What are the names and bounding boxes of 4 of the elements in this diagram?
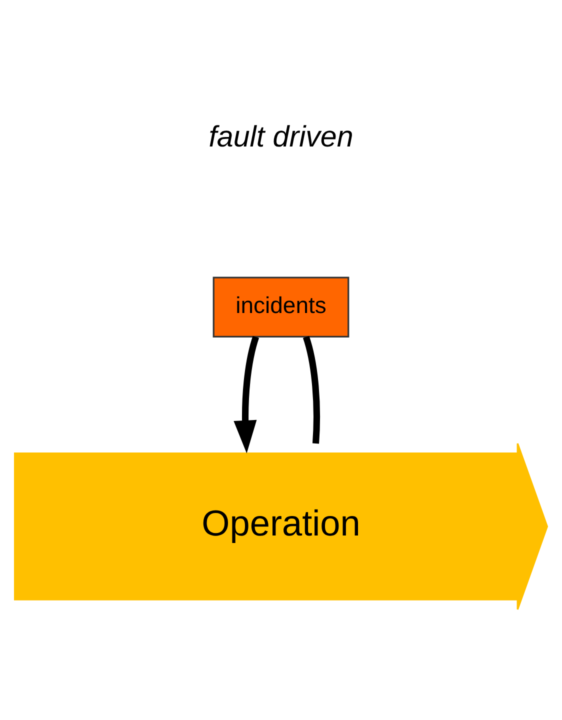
label: fault driven xyxy=(208,120,354,154)
arrow xyxy=(234,335,260,453)
connector xyxy=(302,336,320,444)
node-box: incidents xyxy=(212,276,350,337)
